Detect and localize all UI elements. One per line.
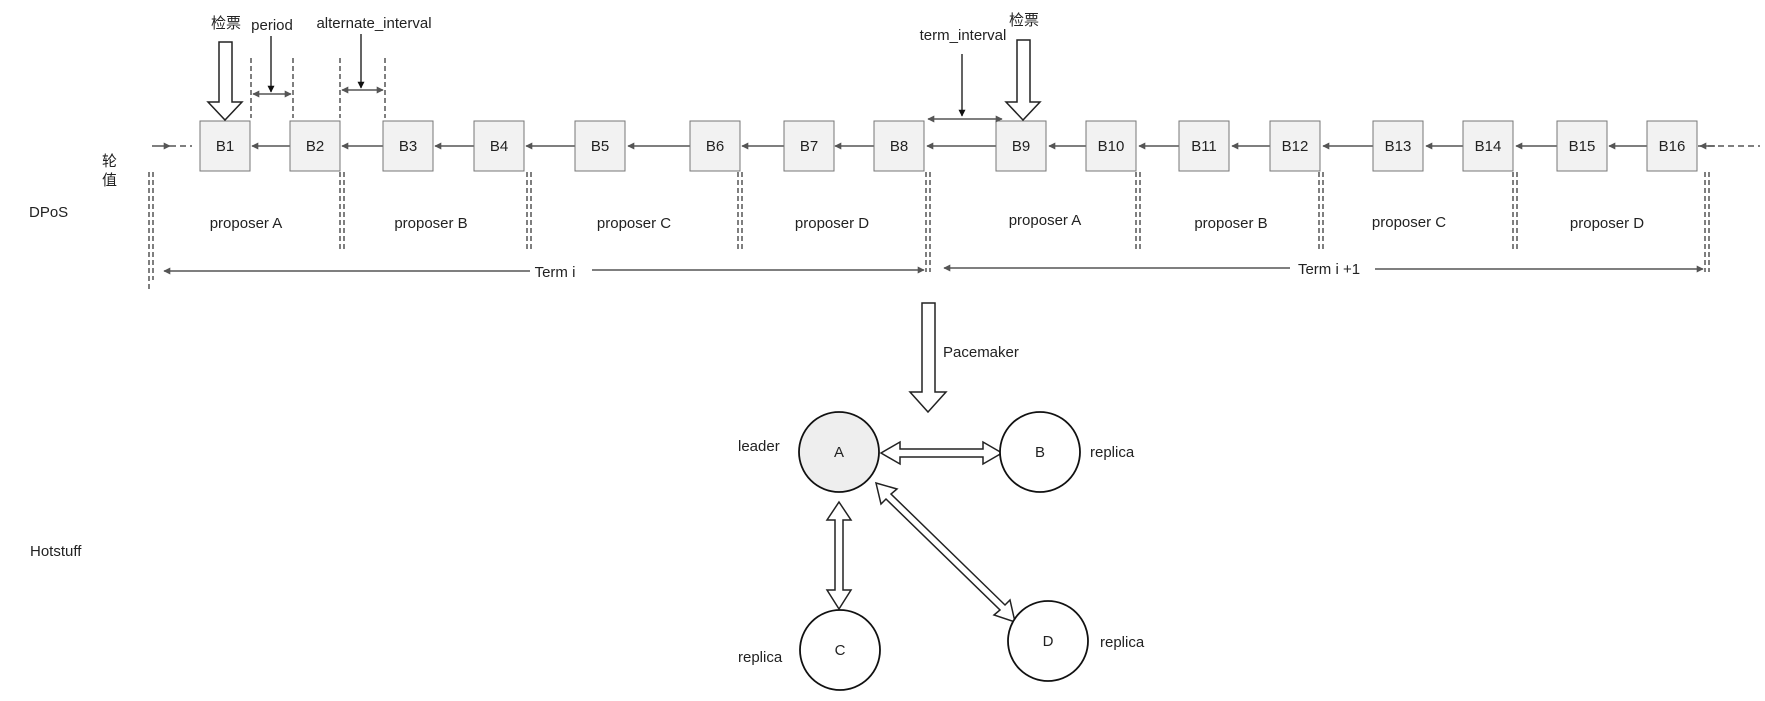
alternate-interval-annotation: alternate_interval [316,15,432,118]
term-i-span: Term i [163,264,925,281]
block-label: B2 [306,138,324,155]
block-b10: B10 [1085,120,1137,172]
block-b3: B3 [382,120,434,172]
block-label: B13 [1385,138,1412,155]
block-label: B3 [399,138,417,155]
block-b5: B5 [574,120,626,172]
block-label: B1 [216,138,234,155]
block-label: B4 [490,138,508,155]
block-b12: B12 [1269,120,1321,172]
node-d-label: D [1043,633,1054,650]
block-label: B5 [591,138,609,155]
proposer-label: proposer A [1009,212,1082,229]
section-label-dpos: DPoS [29,204,68,221]
block-b7: B7 [783,120,835,172]
node-a-role: leader [738,438,780,455]
node-a: A leader [738,411,880,493]
node-b: B replica [999,411,1135,493]
block-label: B15 [1569,138,1596,155]
block-b16: B16 [1646,120,1698,172]
term-interval-label: term_interval [920,27,1007,44]
proposer-label: proposer B [1194,215,1267,232]
ticket-check-label: 检票 [211,14,241,32]
block-b14: B14 [1462,120,1514,172]
block-label: B11 [1191,138,1217,155]
node-c-label: C [835,642,846,659]
block-b13: B13 [1372,120,1424,172]
double-arrow-icon [879,440,1004,466]
period-annotation: period [250,17,294,118]
proposer-label: proposer C [597,215,671,232]
block-label: B16 [1659,138,1686,155]
node-d: D replica [1007,600,1145,682]
double-arrow-icon [825,500,853,611]
block-b6: B6 [689,120,741,172]
pacemaker-label: Pacemaker [943,344,1019,361]
hollow-down-arrow-icon [206,41,244,122]
pacemaker-arrow: Pacemaker [908,302,1019,414]
block-label: B8 [890,138,908,155]
block-label: B6 [706,138,724,155]
proposer-label: proposer B [394,215,467,232]
double-arrow-icon [874,481,1017,624]
vertical-label-bottom: 值 [102,171,117,189]
proposer-label: proposer D [795,215,869,232]
alternate-interval-label: alternate_interval [316,15,431,32]
proposer-labels: proposer A proposer B proposer C propose… [210,212,1645,232]
proposer-boundaries [148,172,1710,292]
proposer-label: proposer A [210,215,283,232]
block-b9: B9 [995,120,1047,172]
section-label-hotstuff: Hotstuff [30,543,82,560]
ticket-check-left: 检票 [206,14,244,122]
ticket-check-label: 检票 [1009,11,1039,29]
node-c-role: replica [738,649,783,666]
period-label: period [251,17,293,34]
block-label: B12 [1282,138,1309,155]
node-c: C replica [738,609,881,691]
proposer-label: proposer D [1570,215,1644,232]
block-label: B7 [800,138,818,155]
block-b15: B15 [1556,120,1608,172]
term-i-plus-1-span: Term i +1 [943,261,1704,278]
term-interval-annotation: term_interval [920,27,1007,123]
node-d-role: replica [1100,634,1145,651]
blocks: B1 B2 B3 B4 B5 B6 B7 B8 B9 B10 B11 B12 B… [199,120,1698,172]
node-a-label: A [834,444,844,461]
block-b11: B11 [1178,120,1230,172]
term-i-label: Term i [535,264,576,281]
node-b-label: B [1035,444,1045,461]
block-b4: B4 [473,120,525,172]
block-label: B14 [1475,138,1502,155]
block-label: B9 [1012,138,1030,155]
block-b2: B2 [289,120,341,172]
block-b8: B8 [873,120,925,172]
proposer-label: proposer C [1372,214,1446,231]
block-b1: B1 [199,120,251,172]
hollow-down-arrow-icon [1004,39,1042,122]
block-label: B10 [1098,138,1125,155]
hollow-down-arrow-icon [908,302,948,414]
vertical-label-top: 轮 [102,152,117,170]
node-b-role: replica [1090,444,1135,461]
term-i-plus-1-label: Term i +1 [1298,261,1360,278]
ticket-check-right: 检票 [1004,11,1042,122]
